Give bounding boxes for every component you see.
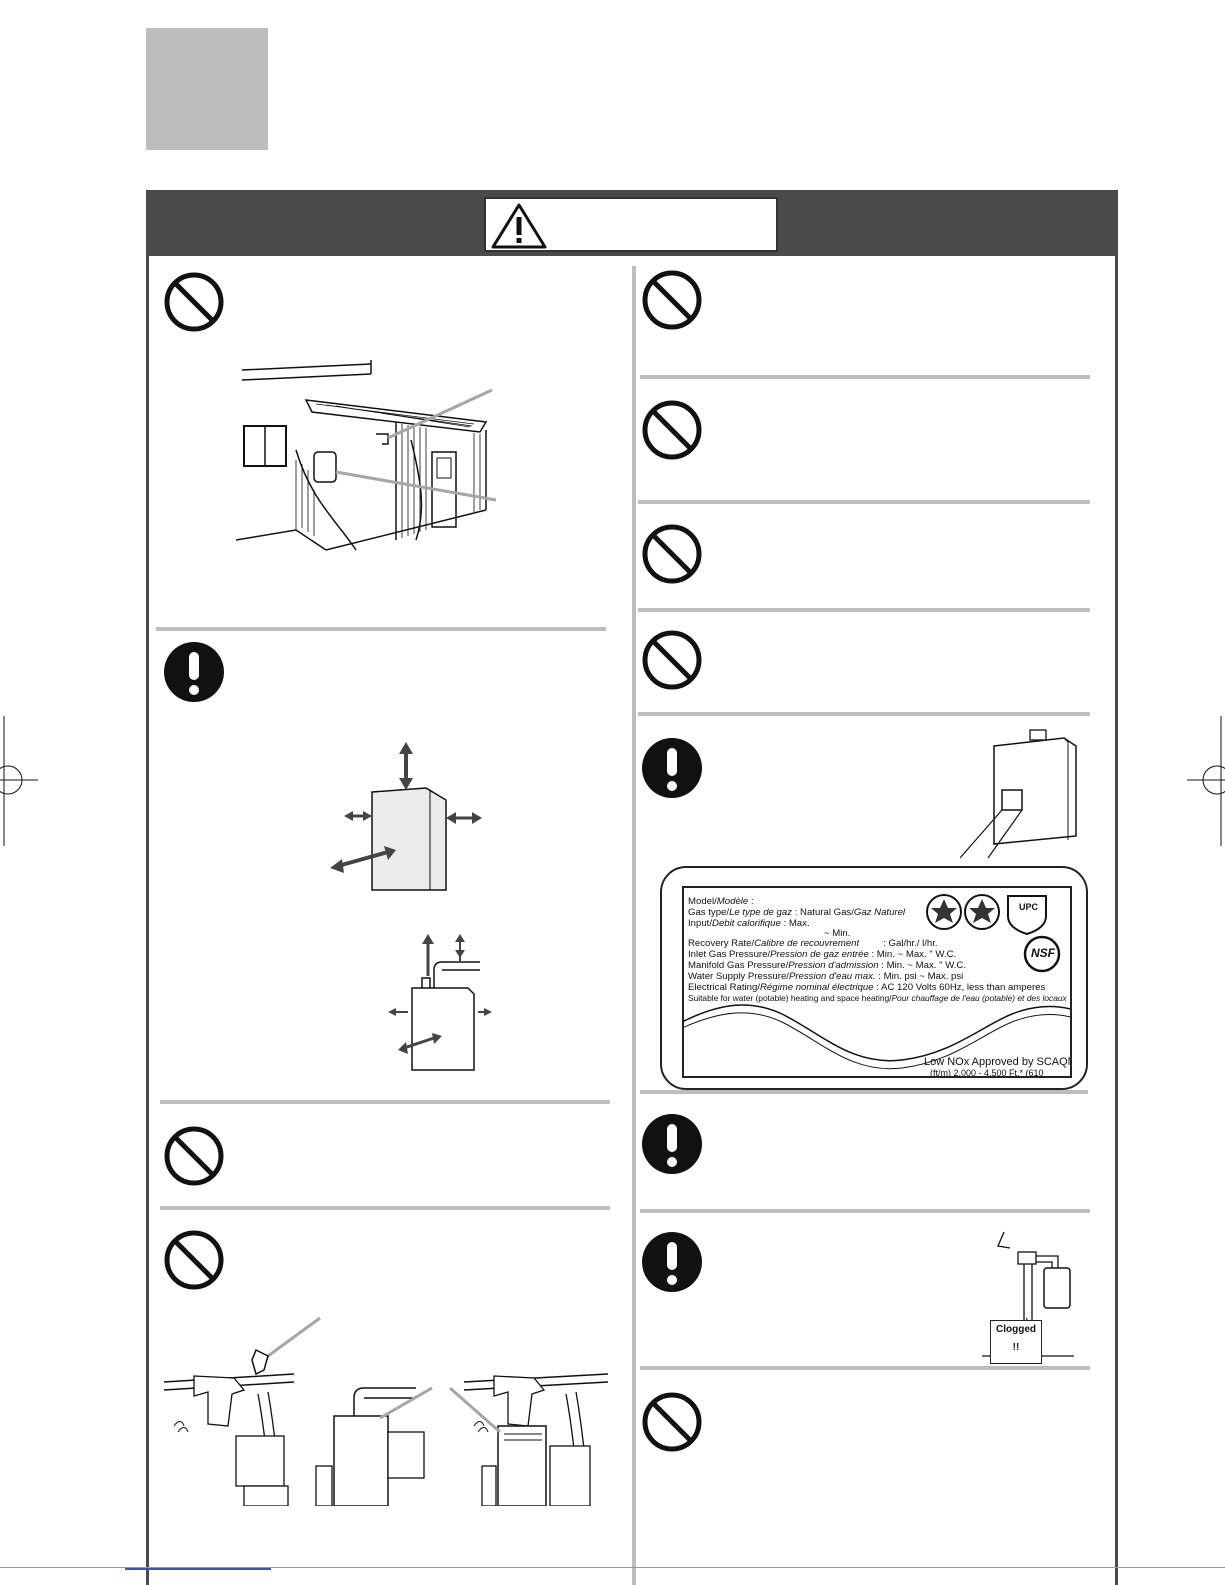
section-separator <box>640 1090 1088 1094</box>
clogged-sign-line1: Clogged <box>996 1324 1036 1335</box>
rating-model: Model/Modèle : <box>688 896 754 907</box>
prohibition-icon <box>642 270 702 330</box>
warning-frame <box>146 190 1118 1585</box>
exclamation-icon <box>642 738 702 798</box>
warning-banner-label <box>484 197 778 252</box>
water-heater-illustration <box>960 729 1077 859</box>
prohibition-icon <box>642 400 702 460</box>
rating-inlet: Inlet Gas Pressure/Pression de gaz entré… <box>688 949 957 960</box>
section-separator <box>638 608 1090 612</box>
upc-logo-text: UPC <box>1019 902 1039 912</box>
house-illustration <box>236 360 497 551</box>
rating-recovery: Recovery Rate/Calibre de recouvrement: G… <box>688 938 938 949</box>
exclamation-icon <box>642 1114 702 1174</box>
prohibition-icon <box>164 1230 224 1290</box>
clearance-diagram <box>330 742 482 891</box>
rating-altitude-partial: (ft/m) 2,000 - 4,500 Ft.* (610 <box>930 1068 1044 1078</box>
rating-manifold: Manifold Gas Pressure/Pression d'admissi… <box>688 960 966 971</box>
section-separator <box>640 1366 1090 1370</box>
rating-gas-type: Gas type/Le type de gaz : Natural Gas/Ga… <box>688 907 906 918</box>
footer-rule <box>0 1567 1225 1568</box>
rating-input: Input/Debit calorifique : Max. <box>688 918 810 929</box>
registration-mark-right <box>1187 716 1225 846</box>
exclamation-icon <box>164 642 224 702</box>
prohibition-icon <box>642 524 702 584</box>
rating-electrical: Electrical Rating/Régime nominal électri… <box>688 982 1046 993</box>
clogged-sign: Clogged !! <box>990 1320 1042 1364</box>
certification-logos <box>926 894 1061 973</box>
clearance-diagram-vent <box>388 934 492 1071</box>
exclamation-icon <box>642 1232 702 1292</box>
prohibition-icon <box>642 1392 702 1452</box>
footer-link-underline[interactable] <box>125 1568 271 1570</box>
section-tab <box>146 28 268 150</box>
prohibition-icon <box>642 630 702 690</box>
clogged-sign-line2: !! <box>1012 1342 1020 1353</box>
section-separator <box>160 1100 610 1104</box>
rating-suitable: Suitable for water (potable) heating and… <box>688 993 1067 1003</box>
section-separator <box>640 1209 1090 1213</box>
section-separator <box>156 627 606 631</box>
section-separator <box>640 375 1090 379</box>
prohibition-icon <box>164 272 224 332</box>
rating-plate-callout: Model/Modèle : Gas type/Le type de gaz :… <box>660 866 1088 1090</box>
section-separator <box>638 712 1090 716</box>
column-divider <box>632 266 636 1585</box>
rating-water: Water Supply Pressure/Pression d'eau max… <box>688 971 964 982</box>
combustibles-illustration <box>164 1316 608 1506</box>
prohibition-icon <box>164 1126 224 1186</box>
rating-plate: Model/Modèle : Gas type/Le type de gaz :… <box>682 886 1072 1078</box>
section-separator <box>160 1206 610 1210</box>
warning-triangle-icon <box>491 203 547 249</box>
rating-min: ~ Min. <box>824 928 851 939</box>
section-separator <box>638 500 1090 504</box>
low-nox-text: Low NOx Approved by SCAQMD <box>924 1056 1072 1068</box>
nsf-logo-text: NSF <box>1031 946 1055 960</box>
registration-mark-left <box>0 716 38 846</box>
torn-edge <box>684 1004 1070 1076</box>
